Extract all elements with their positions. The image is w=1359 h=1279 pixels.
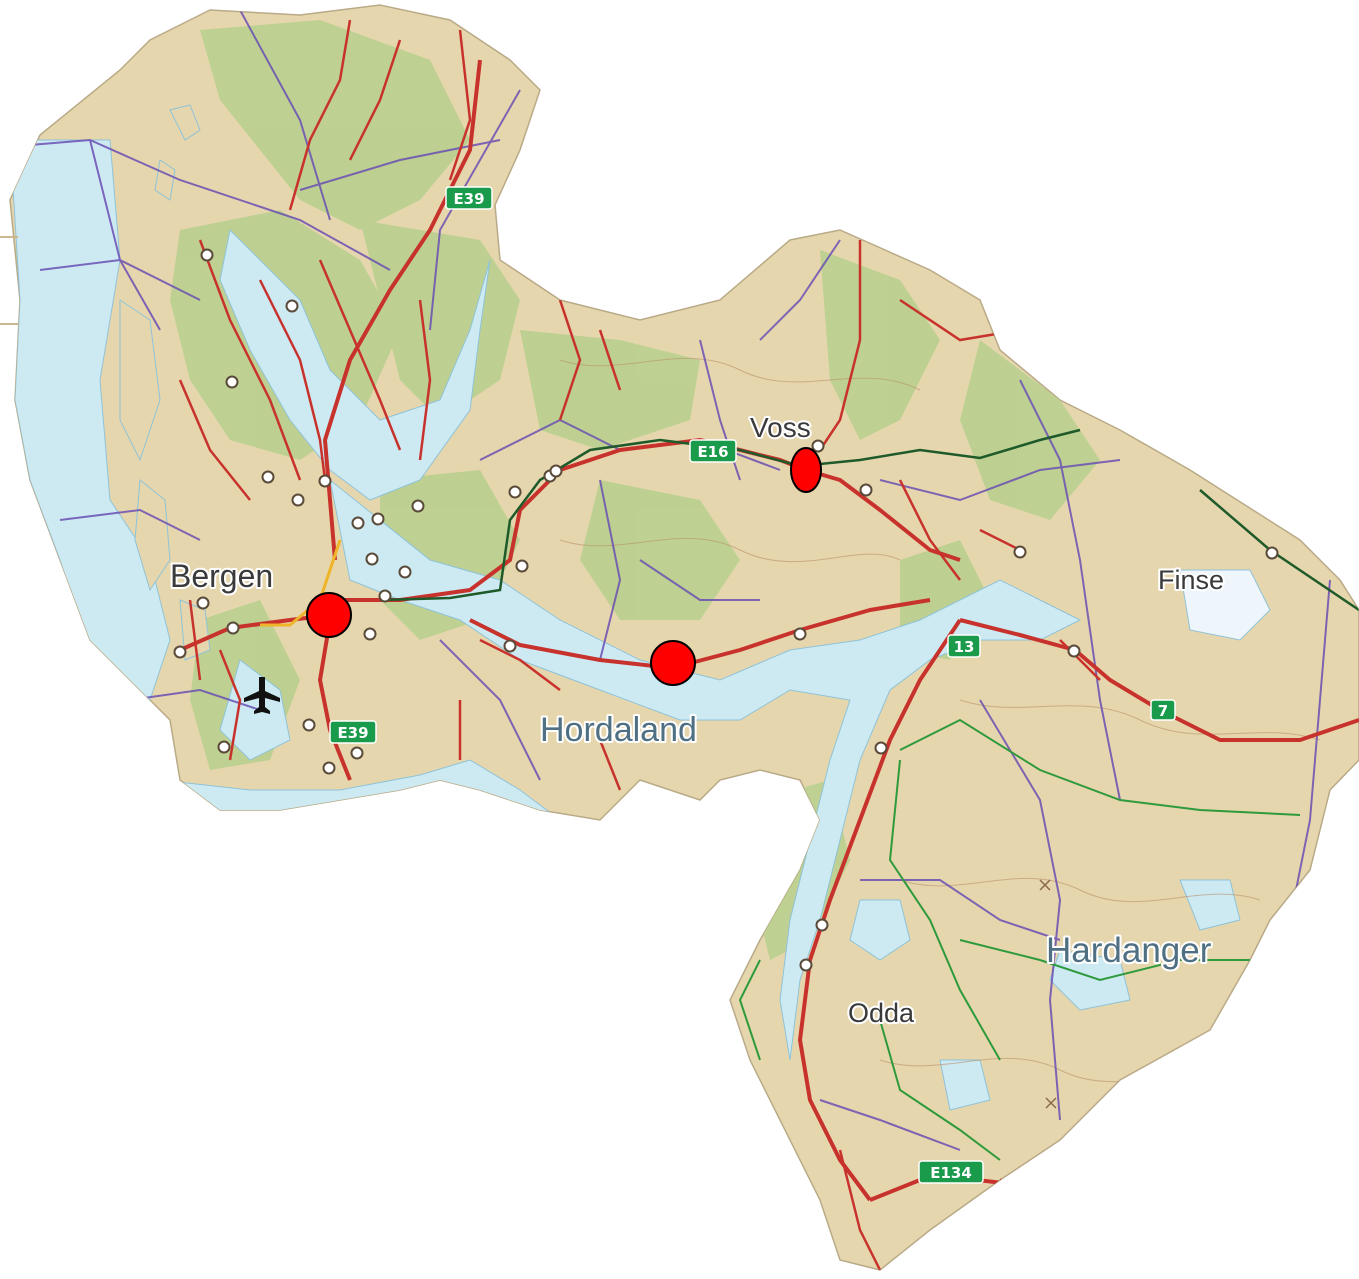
svg-text:7: 7 (1158, 702, 1168, 720)
trails (738, 718, 1301, 1161)
airplane-icon (244, 677, 280, 714)
road-shield-rv7: 7 (1150, 699, 1176, 721)
place-label-voss: Voss (750, 412, 811, 443)
place-label-odda: Odda (848, 998, 915, 1028)
place-label-bergen: Bergen (170, 558, 273, 594)
peak-marks (1039, 879, 1057, 1109)
road-shield-e16: E16 (689, 439, 737, 463)
region-label-hardanger: Hardanger (1046, 931, 1212, 970)
svg-text:13: 13 (954, 638, 975, 656)
edge-marks (0, 236, 18, 325)
place-label-finse: Finse (1158, 565, 1224, 595)
marker-voss[interactable] (790, 447, 822, 493)
region-label-hordaland: Hordaland (540, 711, 697, 749)
svg-text:E39: E39 (337, 724, 368, 742)
svg-text:E39: E39 (453, 190, 484, 208)
road-shield-e39-south: E39 (329, 720, 377, 744)
settlement-points (173, 248, 1279, 972)
road-shield-e134: E134 (918, 1160, 984, 1184)
marker-bergen[interactable] (306, 592, 352, 638)
islands (119, 104, 211, 661)
svg-text:E134: E134 (930, 1164, 972, 1182)
municipal-borders (29, 9, 1331, 1151)
svg-text:E16: E16 (697, 443, 728, 461)
road-shield-e39-north: E39 (445, 186, 493, 210)
road-shield-rv13: 13 (947, 634, 981, 658)
marker-hordaland[interactable] (650, 640, 696, 686)
